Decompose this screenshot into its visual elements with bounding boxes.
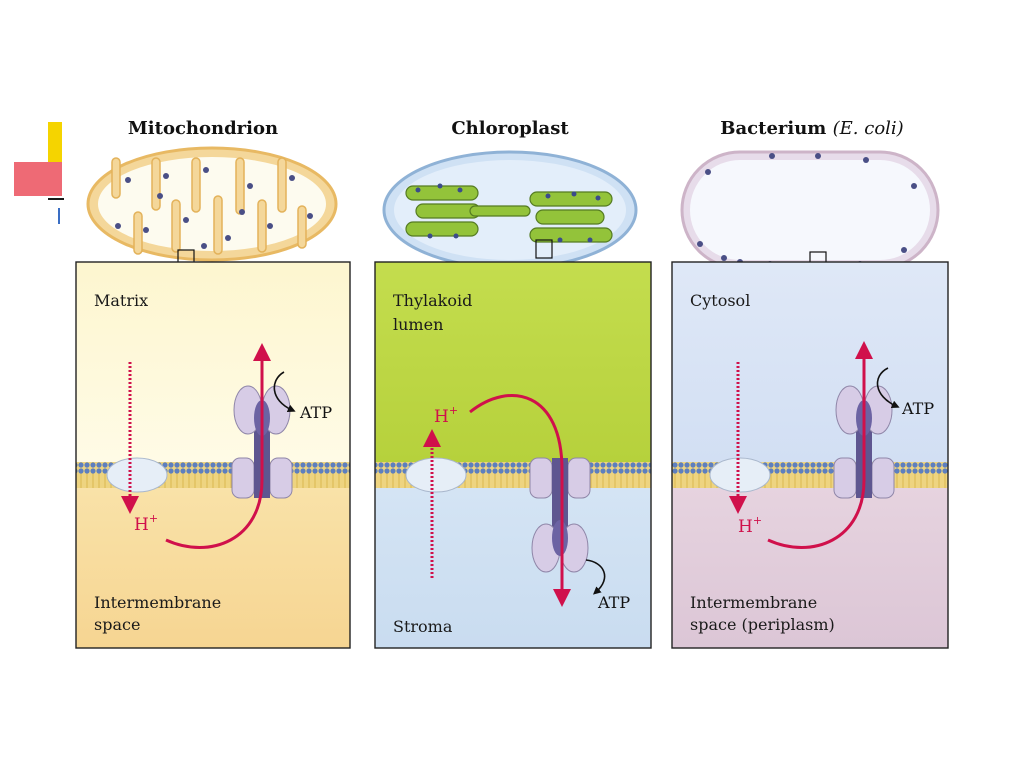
panel-bacterium: Bacterium (E. coli): [671, 118, 949, 649]
bottom-region-label: Stroma: [393, 617, 453, 636]
atp-label: ATP: [597, 593, 630, 612]
lumen-region: [375, 262, 651, 462]
panel-mitochondrion: Mitochondrion: [75, 118, 351, 649]
panel-title: Bacterium (E. coli): [720, 118, 903, 139]
atp-synthesis-arrow: [876, 367, 900, 408]
atp-synthesis-arrow: [273, 371, 296, 412]
proton-return-arrow: [469, 394, 571, 607]
atp-synthase: [231, 385, 293, 499]
zoom-box: [535, 239, 553, 259]
panel-border: [374, 261, 652, 649]
atp-label: ATP: [299, 403, 332, 422]
proton-label: H+: [134, 512, 158, 535]
top-region-label: Cytosol: [690, 291, 750, 310]
panel-title: Chloroplast: [451, 118, 569, 139]
proton-label: H+: [434, 404, 458, 427]
top-region-label: Matrix: [94, 291, 148, 310]
atp-label: ATP: [901, 399, 934, 418]
panel-title: Mitochondrion: [128, 118, 278, 139]
proton-return-arrow: [165, 343, 271, 549]
accent-tick: [58, 208, 60, 224]
stroma-region: [375, 488, 651, 648]
atp-synthesis-arrow: [585, 559, 606, 595]
periplasm-region: [672, 488, 948, 648]
bottom-region-label: Intermembrane space (periplasm): [690, 593, 835, 634]
intermembrane-region: [76, 488, 350, 648]
top-region-label: Thylakoid lumen: [393, 291, 477, 334]
cytosol-region: [672, 262, 948, 462]
electron-transport-protein: [405, 457, 467, 493]
accent-yellow-bar: [48, 122, 62, 162]
panel-border: [75, 261, 351, 649]
panel-border: [671, 261, 949, 649]
proton-label: H+: [738, 514, 762, 537]
electron-transport-protein: [106, 457, 168, 493]
panel-chloroplast: Chloroplast: [374, 118, 652, 649]
electron-transport-protein: [709, 457, 771, 493]
mitochondrion-illustration: [86, 146, 338, 269]
bacterium-illustration: [680, 150, 940, 271]
proton-return-arrow: [767, 341, 873, 549]
bottom-region-label: Intermembrane space: [94, 593, 226, 634]
atp-synthase: [529, 457, 591, 573]
chloroplast-illustration: [382, 150, 638, 270]
accent-red-block: [14, 162, 62, 196]
slide-decoration: [14, 122, 64, 224]
matrix-region: [76, 262, 350, 462]
accent-line: [48, 198, 64, 200]
